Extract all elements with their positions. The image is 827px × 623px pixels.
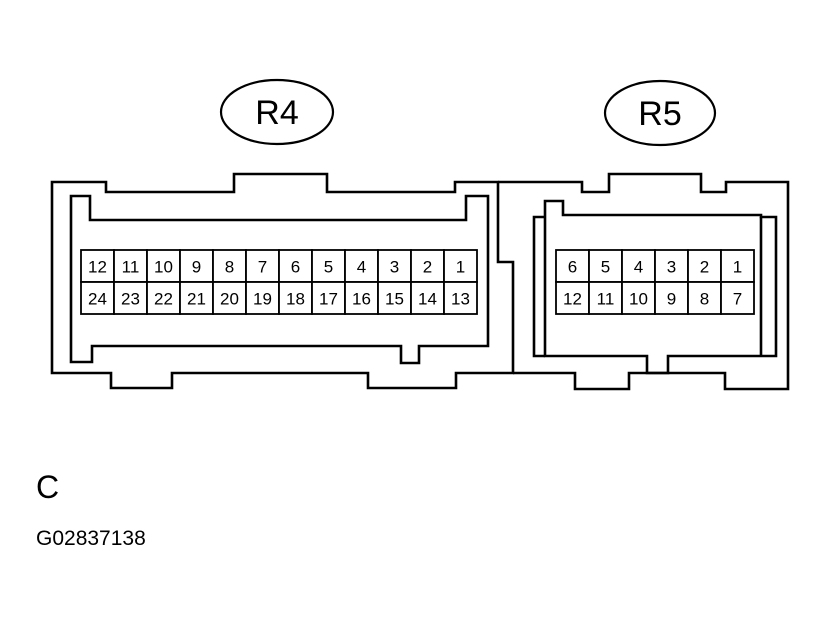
r5-pin-label: 10 [629, 290, 648, 309]
r5-pin-9: 9 [654, 281, 689, 315]
r4-pin-label: 12 [88, 258, 107, 277]
r4-pin-label: 22 [154, 290, 173, 309]
r4-pin-23: 23 [113, 281, 148, 315]
r4-pin-label: 2 [423, 258, 432, 277]
r5-pin-label: 11 [597, 290, 615, 309]
r4-pin-label: 19 [253, 290, 272, 309]
r5-pin-3: 3 [654, 249, 689, 283]
r4-label: R4 [219, 78, 335, 146]
r4-pin-label: 20 [220, 290, 239, 309]
r5-pin-grid: 6 5 4 3 2 1 12 11 10 9 8 7 [555, 249, 755, 315]
r4-pin-label: 1 [456, 258, 465, 277]
r4-pin-9: 9 [179, 249, 214, 283]
r5-pin-2: 2 [687, 249, 722, 283]
r4-pin-11: 11 [113, 249, 148, 283]
r4-pin-15: 15 [377, 281, 412, 315]
r4-pin-16: 16 [344, 281, 379, 315]
r4-pin-7: 7 [245, 249, 280, 283]
r4-pin-12: 12 [80, 249, 115, 283]
r4-pin-label: 17 [319, 290, 338, 309]
r4-pin-label: 4 [357, 258, 366, 277]
r4-pin-label: 7 [258, 258, 267, 277]
r4-pin-24: 24 [80, 281, 115, 315]
r5-label-ellipse [603, 79, 717, 147]
r5-pin-10: 10 [621, 281, 656, 315]
r5-pin-1: 1 [720, 249, 755, 283]
r4-pin-label: 5 [324, 258, 333, 277]
r4-pin-18: 18 [278, 281, 313, 315]
r5-pin-12: 12 [555, 281, 590, 315]
r4-label-text: R4 [255, 94, 298, 132]
r4-pin-5: 5 [311, 249, 346, 283]
r4-pin-label: 3 [390, 258, 399, 277]
r4-pin-14: 14 [410, 281, 445, 315]
r5-label: R5 [603, 79, 717, 147]
r4-pin-3: 3 [377, 249, 412, 283]
r4-pin-2: 2 [410, 249, 445, 283]
r5-pin-6: 6 [555, 249, 590, 283]
r4-pin-21: 21 [179, 281, 214, 315]
r4-pin-10: 10 [146, 249, 181, 283]
r4-pin-label: 9 [192, 258, 201, 277]
r4-pin-label: 13 [451, 290, 470, 309]
r5-pin-label: 8 [700, 290, 709, 309]
r4-pin-8: 8 [212, 249, 247, 283]
r5-pin-11: 11 [588, 281, 623, 315]
r4-pin-label: 16 [352, 290, 371, 309]
r4-pin-label: 23 [121, 290, 140, 309]
r4-pin-6: 6 [278, 249, 313, 283]
r5-pin-label: 6 [568, 258, 577, 277]
r5-pin-label: 4 [634, 258, 643, 277]
r4-pin-label: 18 [286, 290, 305, 309]
r4-pin-1: 1 [443, 249, 478, 283]
r4-pin-label: 10 [154, 258, 173, 277]
r4-pin-13: 13 [443, 281, 478, 315]
r5-pin-8: 8 [687, 281, 722, 315]
r5-pin-label: 3 [667, 258, 676, 277]
r4-pin-label: 11 [122, 258, 140, 277]
r4-pin-22: 22 [146, 281, 181, 315]
figure-code: G02837138 [36, 527, 146, 550]
r4-pin-label: 6 [291, 258, 300, 277]
r5-pin-4: 4 [621, 249, 656, 283]
r4-pin-label: 24 [88, 290, 107, 309]
view-label: C [36, 469, 60, 505]
r4-pin-label: 21 [187, 290, 206, 309]
r5-pin-label: 2 [700, 258, 709, 277]
r5-pin-7: 7 [720, 281, 755, 315]
r5-connector-housing [498, 172, 790, 391]
r5-pin-label: 5 [601, 258, 610, 277]
r5-pin-label: 1 [733, 258, 742, 277]
r4-pin-17: 17 [311, 281, 346, 315]
r5-pin-label: 7 [733, 290, 742, 309]
r4-pin-label: 14 [418, 290, 437, 309]
r4-pin-label: 8 [225, 258, 234, 277]
r5-label-text: R5 [638, 95, 681, 133]
r5-pin-label: 12 [563, 290, 582, 309]
r5-pin-5: 5 [588, 249, 623, 283]
r4-pin-label: 15 [385, 290, 404, 309]
r5-pin-label: 9 [667, 290, 676, 309]
r4-label-ellipse [219, 78, 335, 146]
r4-connector-housing [50, 172, 515, 390]
r4-pin-4: 4 [344, 249, 379, 283]
r4-pin-19: 19 [245, 281, 280, 315]
r4-pin-20: 20 [212, 281, 247, 315]
